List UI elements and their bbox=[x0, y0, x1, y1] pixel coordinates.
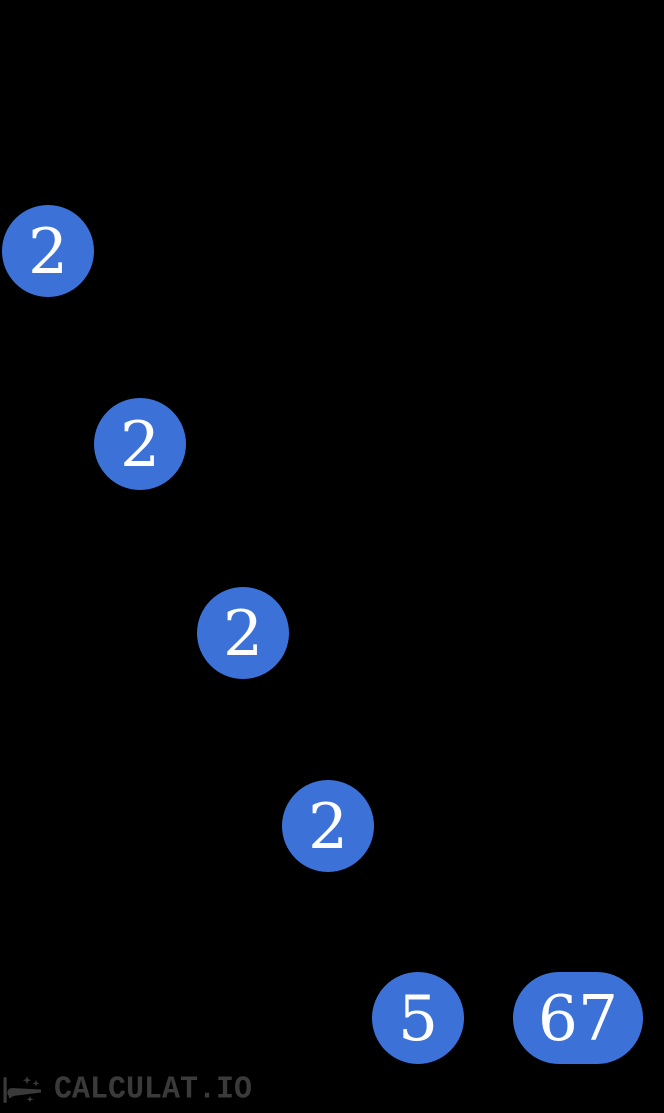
prime-factor-node: 2 bbox=[197, 587, 289, 679]
prime-factor-node: 5 bbox=[372, 972, 464, 1064]
calculatio-logo-text: CALCULAT.IO bbox=[54, 1072, 253, 1108]
prime-factor-node: 67 bbox=[513, 972, 643, 1064]
prime-factor-node: 2 bbox=[94, 398, 186, 490]
magic-wand-sparkles-icon bbox=[3, 1076, 41, 1103]
calculatio-watermark: CALCULAT.IO bbox=[3, 1072, 253, 1108]
prime-factor-node: 2 bbox=[2, 205, 94, 297]
prime-factor-node: 2 bbox=[282, 780, 374, 872]
